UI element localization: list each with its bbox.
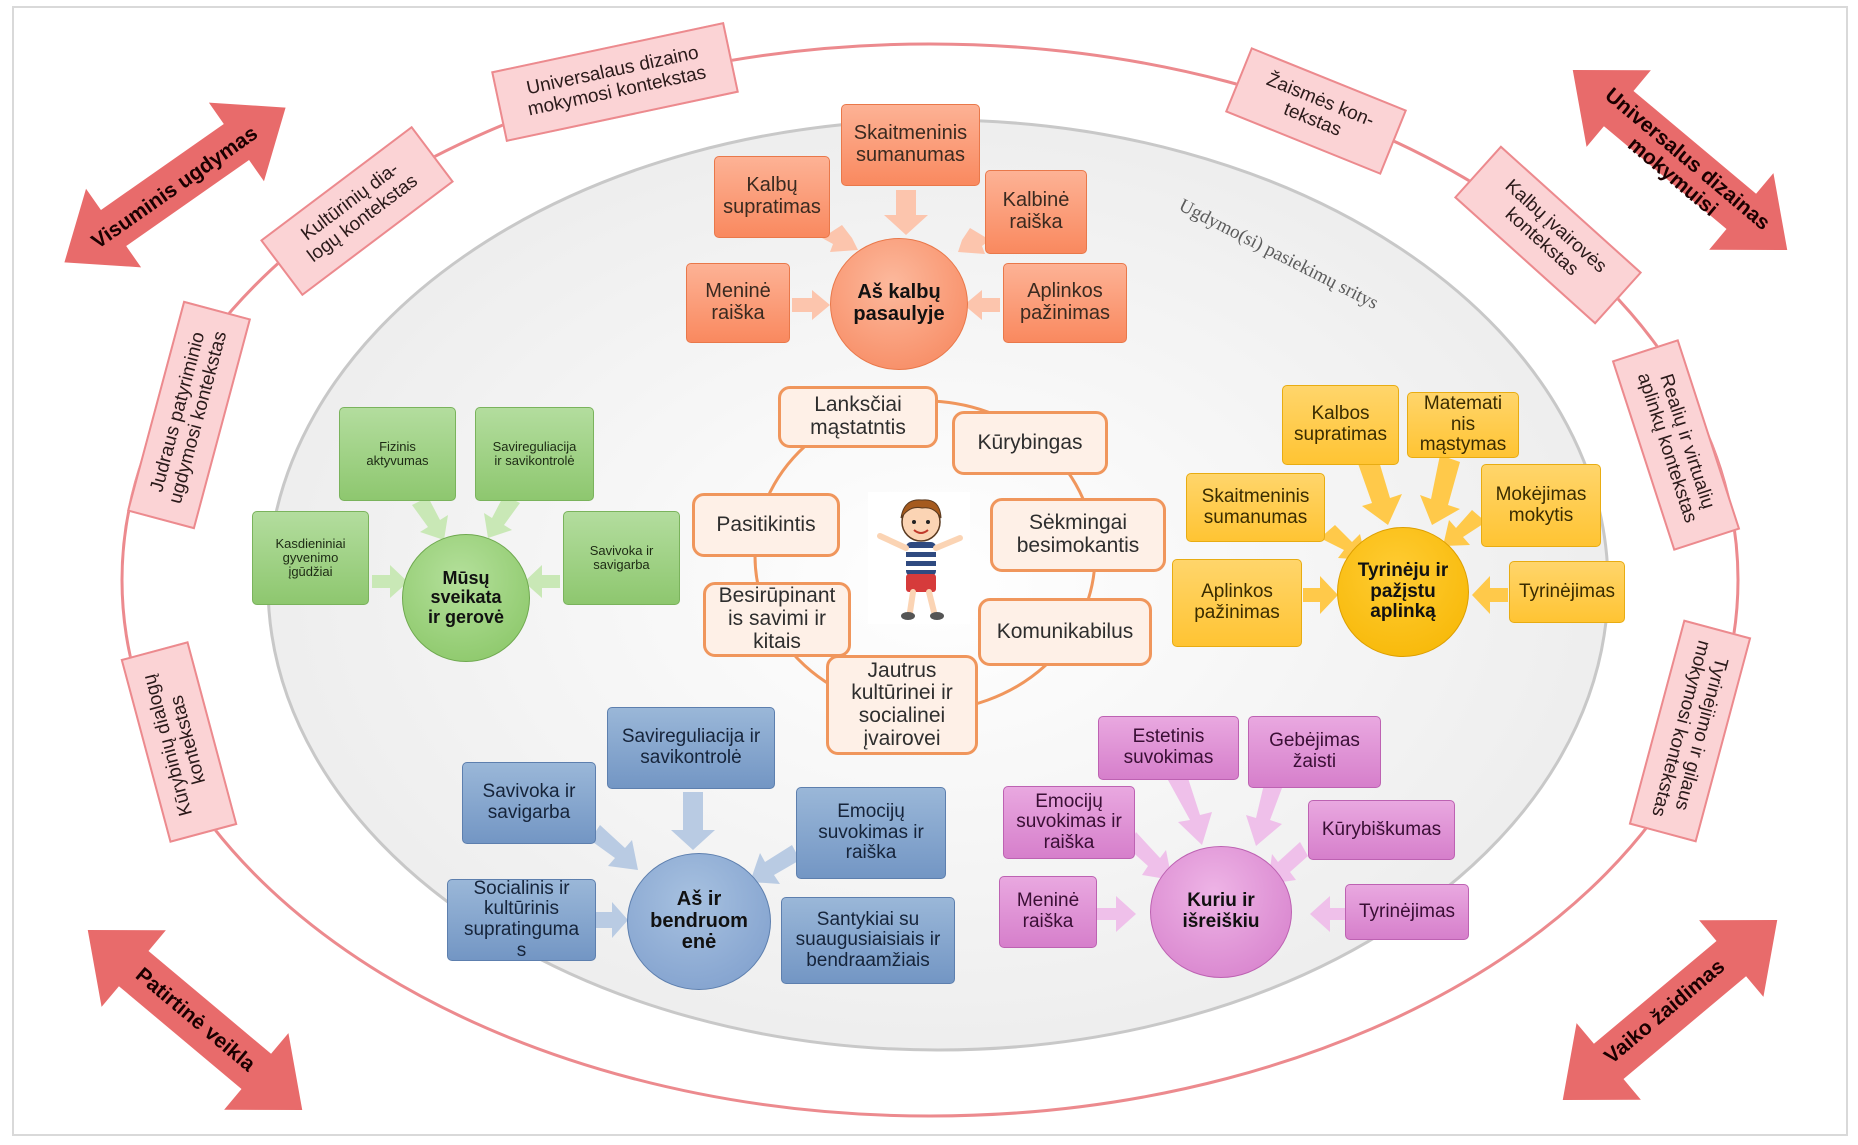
kuriu-item-menine: Meninė raiška [999,876,1097,948]
sveikata-item-kasdieniniai: Kasdieniniai gyvenimo įgūdžiai [252,511,369,605]
trait-kurybingas: Kūrybingas [952,411,1108,475]
sveikata-item-fizinis: Fizinis aktyvumas [339,407,456,501]
tyrineju-item-aplinkos: Aplinkos pažinimas [1172,559,1302,647]
arrow-top-left [64,102,286,268]
tyrineju-center: Tyrinėju ir pažįstu aplinką [1337,527,1469,657]
tyrineju-item-skaitmeninis: Skaitmeninis sumanumas [1186,473,1325,542]
kuriu-item-estetinis: Estetinis suvokimas [1098,716,1239,780]
kalbu-item-menine-raiska: Meninė raiška [686,263,790,343]
tyrineju-item-matematinis: Matemati nis mąstymas [1407,392,1519,458]
kuriu-item-kurybiskumas: Kūrybiškumas [1308,800,1455,860]
kalbu-item-kalbine-raiska: Kalbinė raiška [985,170,1087,254]
tyrineju-item-mokejimas: Mokėjimas mokytis [1481,464,1601,547]
child-illustration [868,492,970,624]
sveikata-item-savivoka: Savivoka ir savigarba [563,511,680,605]
tyrineju-item-kalbos-supratimas: Kalbos supratimas [1282,385,1399,465]
green-arrows [372,495,560,598]
outer-ring [120,42,1740,1118]
arrow-bottom-left [87,930,303,1110]
orange-arrows [792,190,1000,320]
trait-jautrus: Jautrus kultūrinei ir socialinei įvairov… [826,655,978,755]
bendruomene-item-emociju: Emocijų suvokimas ir raiška [796,787,946,879]
sveikata-item-savireguliacija: Savireguliacija ir savikontrolė [475,407,594,501]
bendruomene-item-savireguliacija: Savireguliacija ir savikontrolė [607,707,775,789]
kalbu-item-skaitmeninis: Skaitmeninis sumanumas [841,104,980,186]
bendruomene-item-santykiai: Santykiai su suaugusiaisiais ir bendraam… [781,897,955,984]
arrow-top-right [1572,70,1788,250]
kuriu-item-emociju: Emocijų suvokimas ir raiška [1003,786,1135,859]
bendruomene-item-socialinis: Socialinis ir kultūrinis supratinguma s [447,878,596,961]
trait-komunikabilus: Komunikabilus [978,598,1152,666]
bendruomene-center: Aš ir bendruom enė [627,853,771,990]
kuriu-center: Kuriu ir išreiškiu [1150,846,1292,978]
kalbu-center: Aš kalbų pasaulyje [830,238,968,370]
kuriu-item-gebejimas: Gebėjimas žaisti [1248,716,1381,788]
sveikata-center: Mūsų sveikata ir gerovė [402,534,530,662]
trait-sekmingai: Sėkmingai besimokantis [990,498,1166,572]
arrow-bottom-right [1562,920,1778,1100]
blue-arrows [590,792,800,938]
trait-besirupinantis: Besirūpinant is savimi ir kitais [703,582,851,657]
diagram-frame [12,6,1848,1136]
bendruomene-item-savivoka: Savivoka ir savigarba [462,762,596,844]
kuriu-item-tyrinejimas: Tyrinėjimas [1345,884,1469,940]
trait-pasitikintis: Pasitikintis [692,493,840,557]
kalbu-item-aplinkos-pazinimas: Aplinkos pažinimas [1003,263,1127,343]
tyrineju-item-tyrinejimas: Tyrinėjimas [1509,561,1625,623]
trait-lanksciai: Lanksčiai mąstatntis [778,386,938,448]
kalbu-item-kalbu-supratimas: Kalbų supratimas [714,156,830,238]
